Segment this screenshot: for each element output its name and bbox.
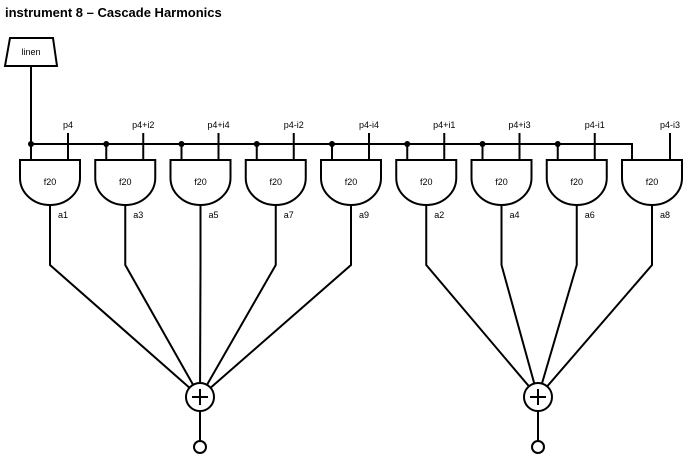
junction-dot	[253, 141, 260, 147]
output-label: a7	[284, 210, 294, 220]
pitch-input-label: p4-i4	[359, 120, 379, 130]
pitch-input-label: p4+i1	[433, 120, 455, 130]
oscillator-table-label: f20	[646, 177, 659, 187]
oscillator-table-label: f20	[119, 177, 132, 187]
output-label: a5	[209, 210, 219, 220]
junction-dot	[479, 141, 486, 147]
pitch-input-label: p4-i2	[284, 120, 304, 130]
oscillator-body	[19, 159, 81, 206]
output-node-2	[531, 440, 545, 454]
oscillator-body	[395, 159, 458, 206]
pitch-input-label: p4+i4	[207, 120, 229, 130]
pitch-input-label: p4-i1	[585, 120, 605, 130]
oscillator-body	[169, 159, 232, 206]
junction-dot	[554, 141, 561, 147]
pitch-input-label: p4+i3	[508, 120, 530, 130]
oscillator-table-label: f20	[420, 177, 433, 187]
oscillator-table-label: f20	[44, 177, 57, 187]
oscillator-table-label: f20	[269, 177, 282, 187]
oscillator-2: f20 p4+i2 a3	[94, 120, 201, 398]
oscillator-3: f20 p4+i4 a5	[169, 120, 232, 398]
oscillator-body	[320, 159, 382, 206]
oscillator-body	[94, 159, 157, 206]
output-label: a6	[585, 210, 595, 220]
oscillator-5: f20 p4-i4 a9	[199, 120, 382, 398]
oscillator-table-label: f20	[495, 177, 508, 187]
output-wire	[537, 205, 578, 398]
junction-dot	[103, 141, 110, 147]
output-wire	[124, 205, 201, 398]
output-wire	[49, 205, 201, 398]
oscillator-4: f20 p4-i2 a7	[199, 120, 307, 398]
oscillator-table-label: f20	[194, 177, 207, 187]
output-wire	[199, 205, 202, 398]
linen-envelope: linen	[3, 37, 59, 67]
output-wire	[425, 205, 539, 398]
output-label: a2	[434, 210, 444, 220]
sum-node-2	[523, 382, 553, 454]
pitch-input-label: p4	[63, 120, 73, 130]
output-node-1	[193, 440, 207, 454]
junction-dot	[404, 141, 411, 147]
junction-dot	[28, 141, 34, 147]
junction-dot	[178, 141, 185, 147]
junction-dot	[329, 141, 335, 147]
output-label: a8	[660, 210, 670, 220]
envelope-bus	[31, 143, 633, 160]
output-label: a4	[510, 210, 520, 220]
oscillator-table-label: f20	[570, 177, 583, 187]
oscillator-body	[621, 159, 683, 206]
oscillator-7: f20 p4+i3 a4	[470, 120, 539, 398]
sum-node-1	[185, 382, 215, 454]
oscillator-8: f20 p4-i1 a6	[537, 120, 608, 398]
output-label: a9	[359, 210, 369, 220]
output-wire	[199, 205, 352, 398]
output-wire	[199, 205, 277, 398]
pitch-input-label: p4+i2	[132, 120, 154, 130]
oscillator-body	[244, 159, 307, 206]
diagram-title: instrument 8 – Cascade Harmonics	[5, 5, 222, 20]
oscillator-table-label: f20	[345, 177, 358, 187]
oscillator-1: f20 p4 a1	[19, 120, 201, 398]
pitch-input-label: p4-i3	[660, 120, 680, 130]
oscillator-body	[545, 159, 608, 206]
output-wire	[537, 205, 653, 398]
linen-label: linen	[21, 47, 40, 57]
output-wire	[500, 205, 539, 398]
oscillator-9: f20 p4-i3 a8	[537, 120, 683, 398]
output-label: a1	[58, 210, 68, 220]
oscillator-body	[470, 159, 533, 206]
oscillator-6: f20 p4+i1 a2	[395, 120, 539, 398]
output-label: a3	[133, 210, 143, 220]
